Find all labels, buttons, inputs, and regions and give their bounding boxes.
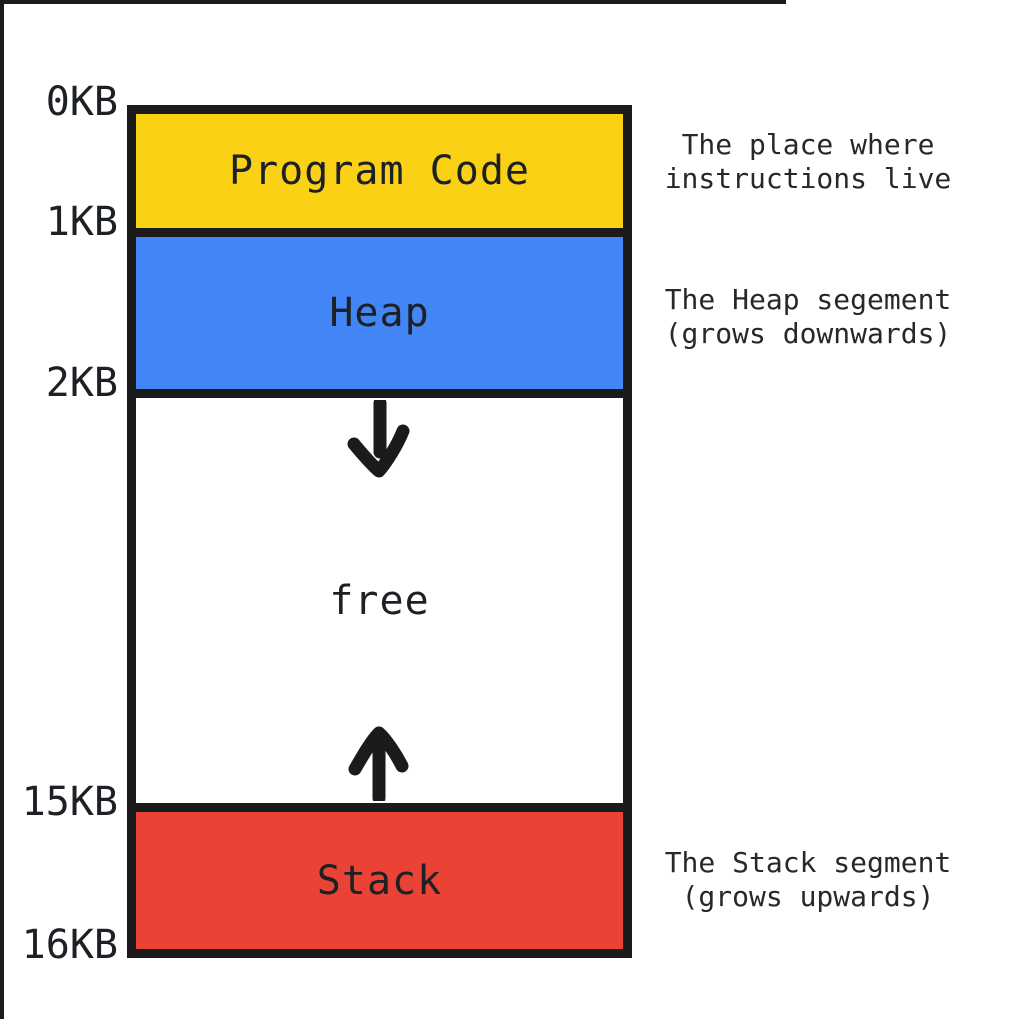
stack-grows-up-arrow-icon — [348, 726, 408, 801]
address-label-2kb: 2KB — [45, 360, 118, 406]
annotation-program-code: The place where instructions live — [650, 128, 966, 196]
address-label-16kb: 16KB — [21, 922, 118, 968]
segment-free: free — [136, 398, 623, 803]
segment-program-code-label: Program Code — [229, 148, 530, 194]
segment-program-code: Program Code — [136, 114, 623, 237]
segment-heap-label: Heap — [329, 290, 430, 336]
annotation-program-code-line1: The place where — [681, 128, 935, 161]
annotation-heap: The Heap segement (grows downwards) — [650, 283, 966, 351]
address-label-0kb: 0KB — [45, 79, 118, 125]
annotation-heap-line2: (grows downwards) — [664, 317, 952, 350]
address-label-15kb: 15KB — [21, 779, 118, 825]
address-space-box: Program Code Heap free Stack — [127, 105, 632, 958]
annotation-heap-line1: The Heap segement — [664, 283, 952, 316]
annotation-stack-line1: The Stack segment — [664, 846, 952, 879]
segment-stack-label: Stack — [316, 857, 443, 904]
segment-stack: Stack — [136, 803, 623, 949]
page-border-left — [0, 0, 4, 1019]
annotation-stack-line2: (grows upwards) — [681, 880, 935, 913]
address-label-1kb: 1KB — [45, 199, 118, 245]
annotation-stack: The Stack segment (grows upwards) — [650, 846, 966, 914]
heap-grows-down-arrow-icon — [347, 400, 409, 478]
segment-heap: Heap — [136, 237, 623, 398]
page-border-top — [0, 0, 786, 4]
annotation-program-code-line2: instructions live — [664, 162, 952, 195]
segment-free-label: free — [329, 577, 430, 624]
